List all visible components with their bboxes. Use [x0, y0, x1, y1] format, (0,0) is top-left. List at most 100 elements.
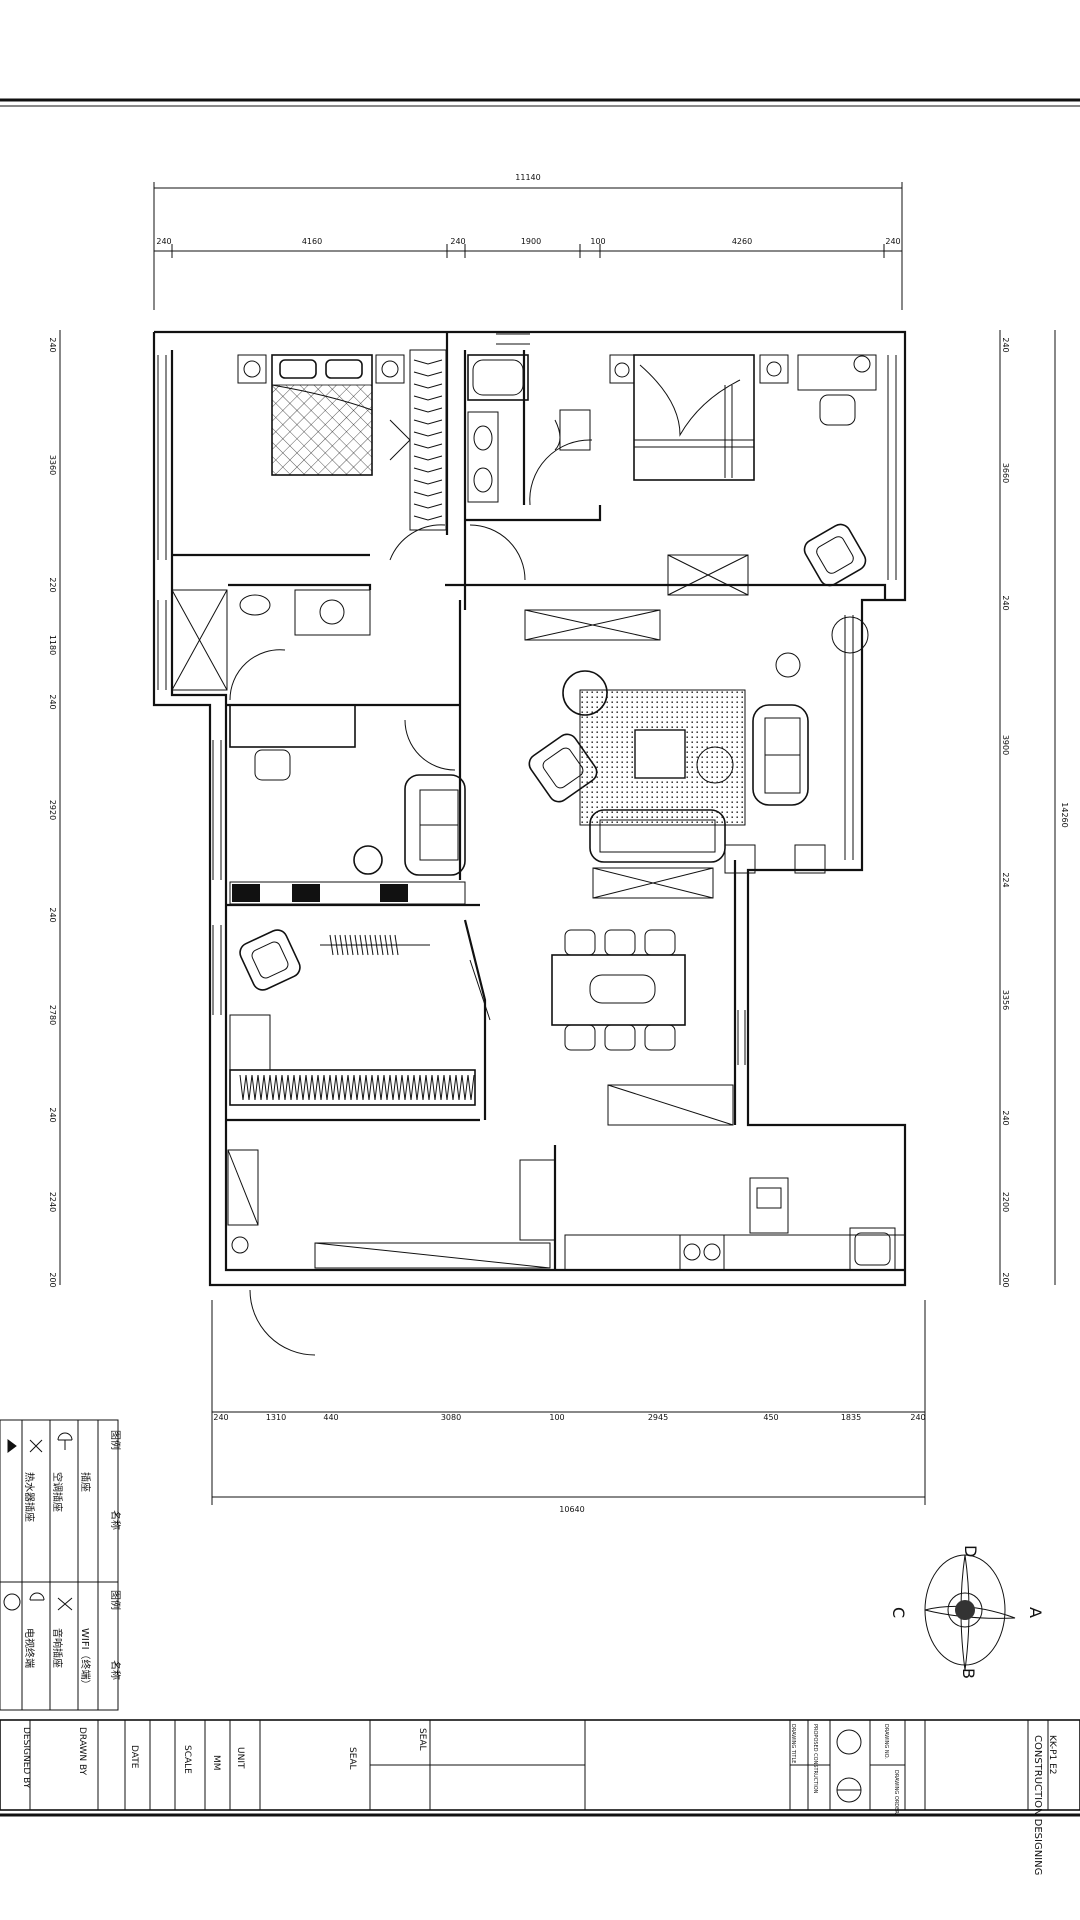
second-bed	[609, 354, 877, 596]
hanger	[257, 1074, 265, 1101]
hanger	[377, 1074, 385, 1101]
hanger	[389, 934, 394, 956]
hanger	[269, 1074, 277, 1101]
living-room	[524, 609, 869, 899]
hanger	[239, 1074, 247, 1101]
dim-top-1: 240	[156, 237, 171, 246]
dim-bottom-total: 10640	[559, 1505, 584, 1514]
dining-chair	[644, 929, 676, 956]
dim-right-1: 240	[1001, 337, 1010, 352]
hanger	[413, 383, 443, 389]
title-drawing-no: DRAWING NO.	[883, 1724, 889, 1759]
hanger	[413, 479, 443, 485]
hanger	[455, 1074, 463, 1101]
hanger	[449, 1074, 457, 1101]
hanger	[311, 1074, 319, 1101]
hanger	[413, 503, 443, 509]
title-date: DATE	[129, 1745, 139, 1769]
title-designed-by: DESIGNED BY	[21, 1727, 31, 1789]
legend-item-3: 热水器插座	[23, 1472, 36, 1522]
hanger	[467, 1074, 475, 1101]
hanger	[413, 515, 443, 521]
wifi-icon	[57, 1597, 73, 1611]
shelf-block	[380, 884, 408, 902]
hanger	[329, 1074, 337, 1101]
water-heater-socket-icon	[7, 1439, 17, 1453]
shelf-block	[292, 884, 320, 902]
tv-terminal-icon	[3, 1593, 21, 1611]
hanger	[335, 1074, 343, 1101]
dining-chair	[564, 929, 596, 956]
dim-right-5: 224	[1001, 872, 1010, 887]
master-bathroom-fixtures	[467, 354, 591, 503]
legend-item-6: 电视终端	[23, 1628, 36, 1668]
hanger	[371, 1074, 379, 1101]
hanger	[413, 371, 443, 377]
hanger	[383, 1074, 391, 1101]
hanger	[431, 1074, 439, 1101]
compass-label-c: C	[889, 1607, 908, 1618]
hanger	[353, 1074, 361, 1101]
hanger	[339, 934, 344, 956]
dim-bottom-3: 440	[323, 1413, 338, 1422]
legend-item-1: 插座	[79, 1472, 92, 1492]
kitchen	[227, 1084, 906, 1271]
hanger	[275, 1074, 283, 1101]
legend-header-name: 名称	[109, 1510, 122, 1530]
dim-top-2: 4160	[302, 237, 322, 246]
socket-icon	[57, 1432, 73, 1450]
dining-chair	[604, 929, 636, 956]
sheet-border	[0, 98, 1080, 1817]
hanger	[263, 1074, 271, 1101]
hanger	[413, 431, 443, 437]
dim-top-3: 240	[450, 237, 465, 246]
dim-top-4: 1900	[521, 237, 541, 246]
hanger	[437, 1074, 445, 1101]
dim-bottom-6: 2945	[648, 1413, 668, 1422]
dining-chair	[564, 1024, 596, 1051]
hanger	[413, 359, 443, 365]
legend-header-name-2: 名称	[109, 1660, 122, 1680]
dim-bottom-7: 450	[763, 1413, 778, 1422]
hanger	[443, 1074, 451, 1101]
dimension-labels: 11140 240 4160 240 1900 100 4260 240 240…	[48, 173, 1069, 1514]
master-wardrobe	[389, 349, 447, 531]
dining-chair	[604, 1024, 636, 1051]
hanger	[317, 1074, 325, 1101]
title-construction: CONSTRUCTION DESIGNING	[1032, 1735, 1043, 1875]
dim-right-2: 3660	[1001, 463, 1010, 483]
walls	[152, 330, 907, 1287]
hanger	[359, 1074, 367, 1101]
hanger	[369, 934, 374, 956]
hanger	[413, 443, 443, 449]
dim-left-4: 1180	[48, 635, 57, 655]
dim-top-5: 100	[590, 237, 605, 246]
hanger	[305, 1074, 313, 1101]
hanger	[323, 1074, 331, 1101]
dim-left-2: 3360	[48, 455, 57, 475]
hanger	[389, 1074, 397, 1101]
hanger	[354, 934, 359, 956]
hanger	[413, 407, 443, 413]
dim-bottom-4: 3080	[441, 1413, 461, 1422]
hanger	[347, 1074, 355, 1101]
dining-table	[551, 929, 686, 1051]
dim-left-5: 240	[48, 694, 57, 709]
legend-symbols	[3, 1432, 73, 1611]
hanger	[413, 395, 443, 401]
hanger	[334, 934, 339, 956]
dim-left-7: 240	[48, 907, 57, 922]
dim-left-1: 240	[48, 337, 57, 352]
title-proposed: PROPOSED CONSTRUCTION	[812, 1724, 818, 1794]
compass-icon	[924, 1554, 1016, 1671]
cloakroom	[229, 929, 476, 1106]
dim-right-4: 3900	[1001, 735, 1010, 755]
dim-bottom-8: 1835	[841, 1413, 861, 1422]
dim-right-8: 2200	[1001, 1192, 1010, 1212]
title-drawing-title: DRAWING TITLE	[790, 1724, 796, 1763]
doors	[229, 439, 593, 1356]
title-seal: SEAL	[347, 1747, 357, 1770]
dim-left-3: 220	[48, 577, 57, 592]
compass-label-a: A	[1026, 1607, 1045, 1618]
